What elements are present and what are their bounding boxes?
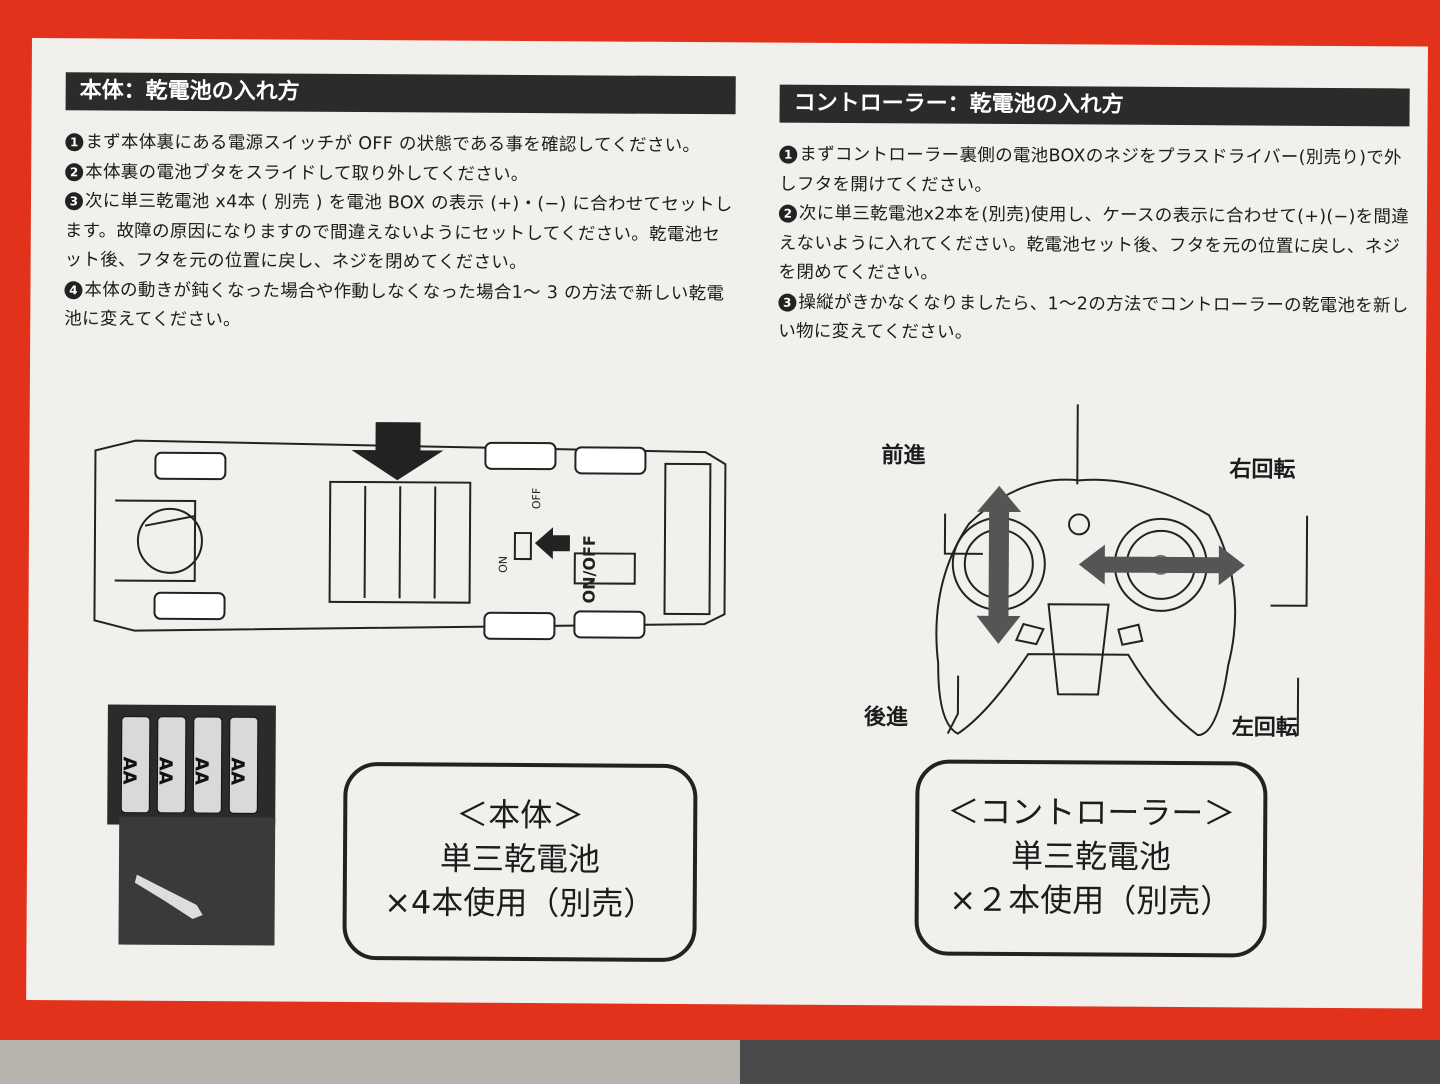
box-title: ＜本体＞: [456, 795, 585, 835]
battery-label: AA: [118, 757, 139, 785]
label-right-turn: 右回転: [1229, 457, 1296, 483]
body-battery-box: ＜本体＞ 単三乾電池 ×4本使用（別売）: [342, 761, 698, 963]
controller-diagram: [935, 404, 1309, 737]
label-left-turn: 左回転: [1231, 715, 1298, 741]
down-arrow-icon: [351, 422, 444, 481]
turn-arrow-icon: [1078, 544, 1245, 586]
left-arrow-icon: [534, 527, 570, 560]
battery-label: AA: [190, 757, 211, 785]
label-forward: 前進: [881, 443, 926, 469]
screwdriver-icon: [134, 874, 203, 919]
controller-battery-box: ＜コントローラー＞ 単三乾電池 ×２本使用（別売）: [914, 759, 1268, 958]
box-battery-type: 単三乾電池: [1010, 836, 1172, 876]
label-backward: 後進: [863, 705, 908, 731]
car-underside-diagram: OFF ON ON/OFF: [93, 422, 727, 641]
box-title: ＜コントローラー＞: [947, 792, 1236, 833]
box-battery-count: ×4本使用（別売）: [384, 883, 656, 923]
section-header-body: 本体：乾電池の入れ方: [65, 72, 736, 115]
section-header-controller: コントローラー：乾電池の入れ方: [779, 84, 1410, 127]
background-surface: [0, 1040, 1440, 1084]
box-battery-count: ×２本使用（別売）: [949, 880, 1233, 921]
box-battery-type: 単三乾電池: [439, 839, 601, 879]
battery-illustration: AA AA AA AA: [107, 704, 276, 946]
switch-label-on: ON: [497, 556, 510, 573]
switch-label-off: OFF: [530, 488, 543, 509]
forward-backward-arrow-icon: [976, 485, 1022, 644]
battery-label: AA: [154, 757, 175, 785]
battery-label: AA: [226, 757, 247, 785]
switch-label-onoff: ON/OFF: [580, 535, 599, 603]
